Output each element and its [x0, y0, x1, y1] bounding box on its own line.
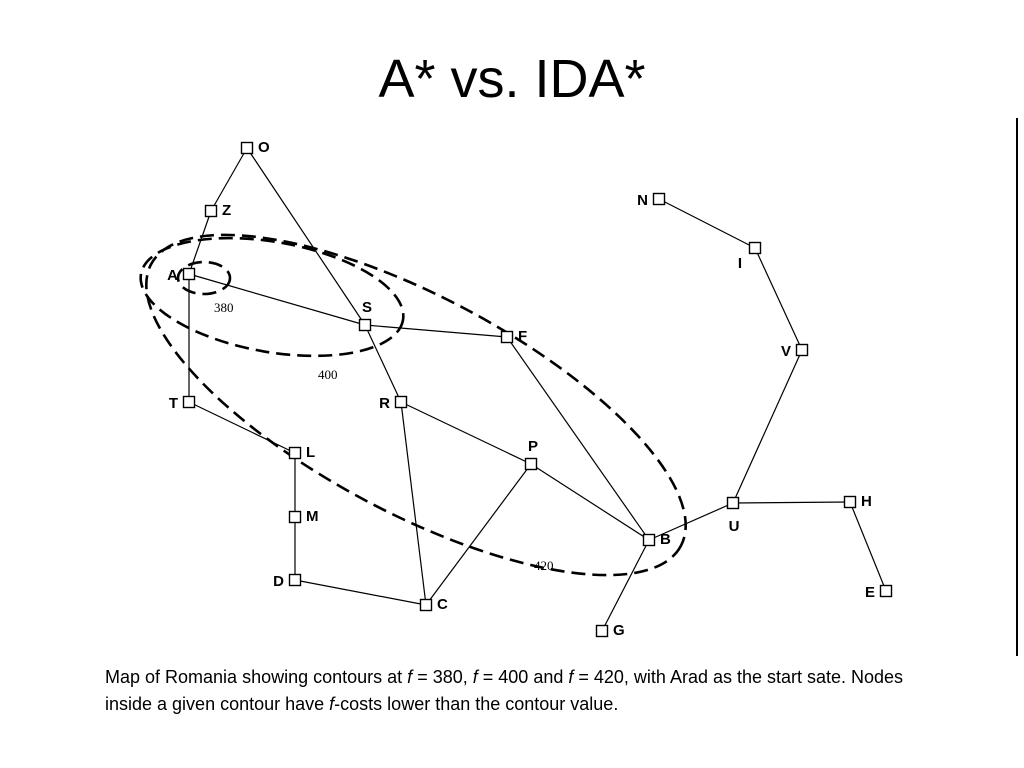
node-b	[642, 533, 656, 547]
caption-f-1: f	[407, 667, 413, 687]
node-label-p: P	[528, 438, 538, 455]
edge-v-i	[754, 247, 803, 351]
edge-a-s	[188, 273, 366, 326]
node-u	[726, 496, 740, 510]
edge-t-l	[188, 401, 296, 454]
node-n	[652, 192, 666, 206]
contour-label-420: 420	[534, 558, 554, 573]
edge-d-c	[294, 579, 427, 606]
edge-r-c	[400, 401, 427, 606]
node-label-a: A	[167, 267, 178, 284]
contour-380	[176, 260, 232, 296]
slide-title: A* vs. IDA*	[378, 49, 646, 109]
edge-p-c	[425, 463, 532, 606]
node-e	[879, 584, 893, 598]
node-label-z: Z	[222, 202, 231, 219]
caption-f-2: f	[472, 667, 478, 687]
node-f	[500, 330, 514, 344]
caption-text-3: = 400 and	[477, 667, 569, 687]
caption-text-4: = 420, with Arad as the start sate. Node…	[105, 667, 904, 714]
node-a	[182, 267, 196, 281]
edge-s-r	[364, 324, 402, 403]
node-p	[524, 457, 538, 471]
contours-layer: 380 400 420	[139, 233, 687, 577]
node-label-s: S	[362, 299, 372, 316]
node-g	[595, 624, 609, 638]
edge-u-v	[732, 349, 803, 504]
node-d	[288, 573, 302, 587]
node-label-e: E	[865, 584, 875, 601]
edge-u-h	[732, 501, 851, 504]
edge-o-z	[210, 147, 248, 212]
caption-f-4: f	[329, 694, 335, 714]
right-border-line	[1016, 118, 1018, 656]
romania-map-diagram: 380 400 420 O Z A S F T R L P M D C B G U H E N I V	[139, 139, 893, 639]
node-s	[358, 318, 372, 332]
node-r	[394, 395, 408, 409]
node-l	[288, 446, 302, 460]
contour-400	[139, 236, 405, 358]
node-t	[182, 395, 196, 409]
caption-f-3: f	[568, 667, 574, 687]
edge-i-n	[658, 198, 756, 249]
node-h	[843, 495, 857, 509]
caption-text-5: -costs lower than the contour value.	[334, 694, 619, 714]
node-c	[419, 598, 433, 612]
edges-layer	[188, 147, 887, 632]
edge-p-b	[530, 463, 650, 541]
node-label-t: T	[169, 395, 178, 412]
node-label-h: H	[861, 493, 872, 510]
node-label-f: F	[518, 328, 527, 345]
figure-caption: Map of Romania showing contours at f = 3…	[105, 664, 925, 718]
edge-f-b	[506, 336, 650, 541]
edge-o-s	[246, 147, 366, 326]
node-label-g: G	[613, 622, 625, 639]
node-label-v: V	[781, 343, 791, 360]
contour-label-380: 380	[214, 300, 234, 315]
node-label-i: I	[738, 255, 742, 272]
caption-text-1: Map of Romania showing contours at	[105, 667, 408, 687]
node-label-c: C	[437, 596, 448, 613]
edge-s-f	[364, 324, 508, 338]
node-v	[795, 343, 809, 357]
edge-h-e	[849, 501, 887, 592]
node-label-n: N	[637, 192, 648, 209]
node-o	[240, 141, 254, 155]
contour-label-400: 400	[318, 367, 338, 382]
node-label-o: O	[258, 139, 270, 156]
caption-text-2: = 380,	[412, 667, 473, 687]
node-label-m: M	[306, 508, 319, 525]
node-label-d: D	[273, 573, 284, 590]
node-label-u: U	[729, 518, 740, 535]
node-z	[204, 204, 218, 218]
node-label-l: L	[306, 444, 315, 461]
node-label-b: B	[660, 531, 671, 548]
node-label-r: R	[379, 395, 390, 412]
contour-420	[145, 233, 687, 577]
edge-r-p	[400, 401, 532, 465]
edge-b-g	[601, 539, 650, 632]
node-m	[288, 510, 302, 524]
nodes-layer: O Z A S F T R L P M D C B G U H E N I V	[167, 139, 893, 639]
node-i	[748, 241, 762, 255]
edge-b-u	[648, 502, 734, 541]
